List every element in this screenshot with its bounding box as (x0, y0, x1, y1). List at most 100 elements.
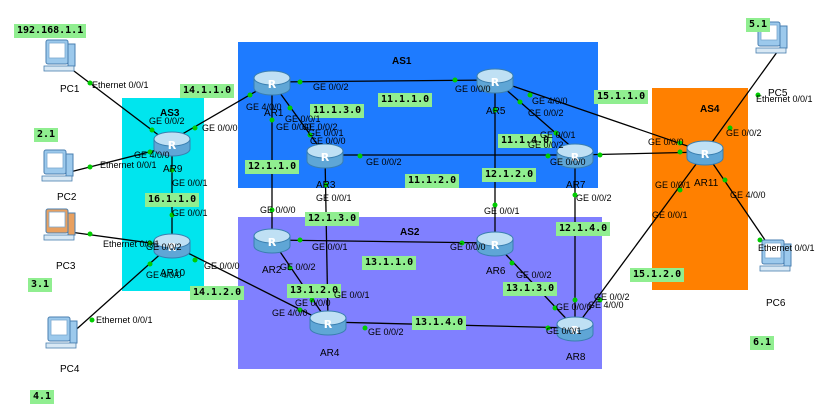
port-label: Ethernet 0/0/1 (756, 94, 813, 104)
port-label: GE 0/0/1 (172, 208, 208, 218)
ar11-label: AR11 (694, 178, 719, 189)
port-label: GE 0/0/2 (313, 82, 349, 92)
svg-text:R: R (168, 139, 177, 152)
pc3-label: PC3 (56, 261, 76, 272)
port-label: GE 0/0/0 (295, 298, 331, 308)
as1-label: AS1 (392, 56, 412, 67)
port-label: GE 0/0/1 (546, 326, 582, 336)
port-label: GE 0/0/0 (202, 123, 238, 133)
router-icon[interactable]: R (153, 131, 191, 157)
ar1-label: AR1 (264, 108, 284, 119)
port-label: GE 0/0/0 (648, 137, 684, 147)
network-label: 16.1.1.0 (145, 193, 200, 207)
network-label: 13.1.3.0 (503, 282, 558, 296)
port-label: GE 4/0/0 (246, 102, 282, 112)
network-label: 13.1.1.0 (362, 256, 417, 270)
port-label: GE 0/0/1 (655, 180, 691, 190)
network-label: 2.1 (34, 128, 59, 142)
router-icon[interactable]: R (253, 70, 291, 96)
network-label: 15.1.1.0 (594, 90, 649, 104)
network-label: 11.1.3.0 (310, 104, 365, 118)
network-label: 5.1 (746, 18, 771, 32)
port-label: GE 0/0/2 (368, 327, 404, 337)
pc-icon[interactable] (41, 149, 74, 182)
ar10-label: AR10 (160, 268, 186, 279)
port-label: GE 0/0/2 (302, 122, 338, 132)
ar7-label: AR7 (566, 180, 586, 191)
svg-text:R: R (268, 78, 277, 91)
router-icon[interactable]: R (686, 140, 724, 166)
pc-icon[interactable] (43, 39, 76, 72)
network-label: 13.1.2.0 (287, 284, 342, 298)
port-label: GE 0/0/1 (316, 193, 352, 203)
port-label: Ethernet 0/0/1 (103, 239, 160, 249)
port-label: GE 0/0/2 (366, 157, 402, 167)
port-label: GE 0/0/1 (334, 290, 370, 300)
router-icon[interactable]: R (153, 233, 191, 259)
port-label: GE 0/0/1 (285, 114, 321, 124)
port-label: Ethernet 0/0/1 (96, 315, 153, 325)
ar5-label: AR5 (486, 106, 506, 117)
port-label: GE 0/0/0 (556, 302, 592, 312)
network-label: 12.1.1.0 (245, 160, 300, 174)
port-label: GE 0/0/0 (276, 122, 312, 132)
router-icon[interactable]: R (556, 316, 594, 342)
port-label: GE 0/0/1 (652, 210, 688, 220)
network-label: 192.168.1.1 (14, 24, 87, 38)
ar3-label: AR3 (316, 180, 336, 191)
svg-text:R: R (324, 318, 333, 331)
pcs (41, 21, 792, 349)
port-label: GE 4/0/0 (588, 300, 624, 310)
router-icon[interactable]: R (476, 231, 514, 257)
as2-label: AS2 (400, 227, 420, 238)
port-label: GE 0/0/1 (308, 128, 344, 138)
pc2-label: PC2 (57, 192, 77, 203)
routers: R R R R R R R R R R R (153, 68, 724, 342)
router-icon[interactable]: R (476, 68, 514, 94)
port-label: GE 0/0/2 (516, 270, 552, 280)
network-label: 6.1 (750, 336, 775, 350)
as3-label: AS3 (160, 108, 180, 119)
port-label: Ethernet 0/0/1 (758, 243, 815, 253)
port-label: GE 0/0/2 (528, 140, 564, 150)
pc-icon[interactable] (45, 316, 78, 349)
network-label: 15.1.2.0 (630, 268, 685, 282)
as4-area (652, 88, 748, 290)
svg-text:R: R (571, 151, 580, 164)
svg-text:R: R (701, 148, 710, 161)
svg-text:R: R (168, 241, 177, 254)
router-icon[interactable]: R (309, 310, 347, 336)
network-label: 11.1.2.0 (405, 174, 460, 188)
port-label: GE 4/0/0 (272, 308, 308, 318)
ar2-label: AR2 (262, 265, 282, 276)
network-label: 3.1 (28, 278, 53, 292)
network-label: 11.1.4.0 (498, 134, 553, 148)
router-icon[interactable]: R (306, 143, 344, 169)
ar9-label: AR9 (163, 164, 183, 175)
port-label: GE 0/0/0 (550, 157, 586, 167)
port-label: GE 4/0/0 (730, 190, 766, 200)
port-label: GE 0/0/1 (484, 206, 520, 216)
port-label: GE 0/0/1 (172, 178, 208, 188)
ar8-label: AR8 (566, 352, 586, 363)
network-label: 12.1.2.0 (482, 168, 537, 182)
router-icon[interactable]: R (253, 228, 291, 254)
port-label: GE 0/0/2 (726, 128, 762, 138)
router-icon[interactable]: R (556, 143, 594, 169)
port-label: Ethernet 0/0/1 (100, 160, 157, 170)
port-label: GE 0/0/2 (149, 116, 185, 126)
network-label: 13.1.4.0 (412, 316, 467, 330)
port-label: GE 0/0/2 (576, 193, 612, 203)
port-label: GE 0/0/1 (312, 242, 348, 252)
port-label: GE 4/0/0 (134, 150, 170, 160)
port-label: GE 0/0/0 (455, 84, 491, 94)
port-label: GE 4/0/0 (146, 270, 182, 280)
pc-icon[interactable] (759, 239, 792, 272)
pc-icon[interactable] (43, 208, 76, 241)
port-label: GE 0/0/2 (146, 242, 182, 252)
port-label: GE 4/0/0 (532, 96, 568, 106)
port-label: GE 0/0/0 (310, 136, 346, 146)
network-label: 12.1.3.0 (305, 212, 360, 226)
port-label: GE 0/0/0 (260, 205, 296, 215)
svg-text:R: R (491, 76, 500, 89)
